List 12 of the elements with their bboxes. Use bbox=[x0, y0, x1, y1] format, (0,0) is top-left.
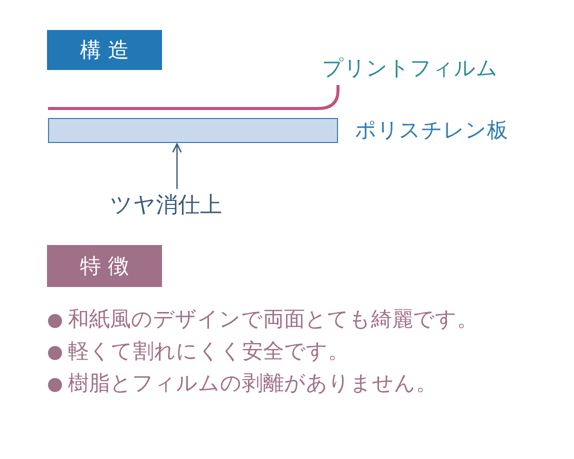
section-heading: 構 造 bbox=[47, 30, 162, 70]
board-layer bbox=[48, 118, 338, 143]
feature-text: 軽くて割れにくく安全です。 bbox=[68, 338, 349, 365]
part-label: ポリスチレン板 bbox=[355, 117, 508, 144]
film-layer bbox=[48, 107, 306, 110]
arrow bbox=[172, 143, 182, 189]
leader-line bbox=[306, 85, 340, 110]
part-label: プリントフィルム bbox=[322, 54, 512, 84]
section-heading: 特 徴 bbox=[47, 245, 162, 287]
feature-text: 樹脂とフィルムの剥離がありません。 bbox=[68, 370, 437, 397]
feature-text: 和紙風のデザインで両面とても綺麗です。 bbox=[68, 306, 478, 333]
finish-label: ツヤ消仕上 bbox=[110, 190, 245, 222]
